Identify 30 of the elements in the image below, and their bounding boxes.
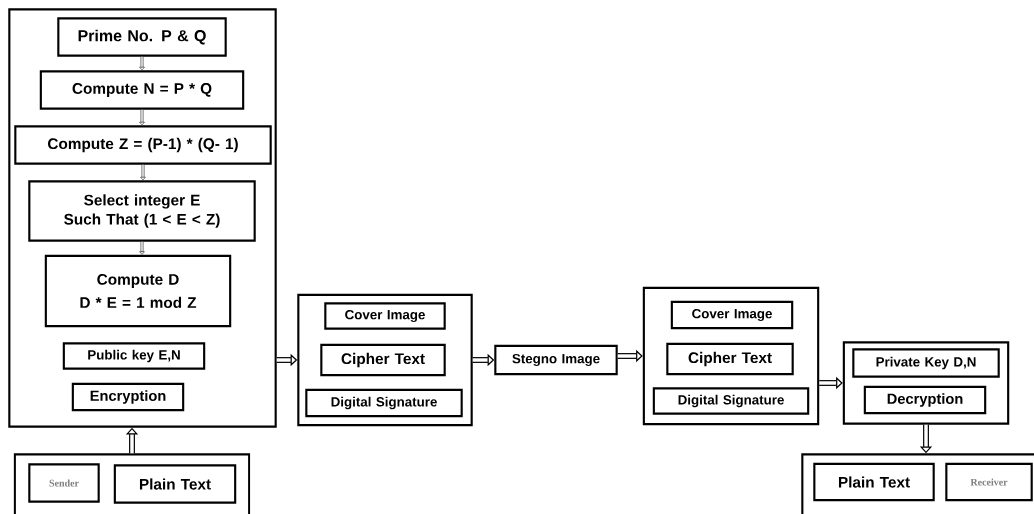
process-box: Stegno Image [494,344,618,376]
group-box [801,453,1034,514]
process-box: Public key E,N [62,342,206,370]
process-box: Compute N = P * Q [39,70,245,110]
process-box: Cipher Text [320,343,446,377]
process-box: Private Key D,N [852,348,1000,378]
process-box: Plain Text [813,462,935,502]
group-box [297,293,473,427]
process-box: Prime No. P & Q [57,17,227,57]
process-box: Plain Text [113,464,237,504]
process-box: Sender [28,463,100,503]
process-box: Digital Signature [652,387,810,415]
process-box: Compute D D * E = 1 mod Z [44,254,232,328]
arrow [139,240,145,255]
process-box: Encryption [71,382,185,412]
process-box: Select integer E Such That (1 < E < Z) [28,180,256,242]
group-box [842,341,1010,425]
group-box [13,453,251,514]
process-box: Cipher Text [666,342,794,376]
arrow [140,163,146,181]
process-box: Digital Signature [305,388,463,418]
process-box: Decryption [863,385,987,415]
arrow [139,108,145,126]
group-box [642,286,820,426]
group-box [8,8,277,428]
arrow [139,55,145,71]
process-box: Compute Z = (P-1) * (Q- 1) [14,125,272,165]
process-box: Receiver [945,462,1033,502]
process-box: Cover Image [670,300,794,330]
process-box: Cover Image [324,302,446,330]
